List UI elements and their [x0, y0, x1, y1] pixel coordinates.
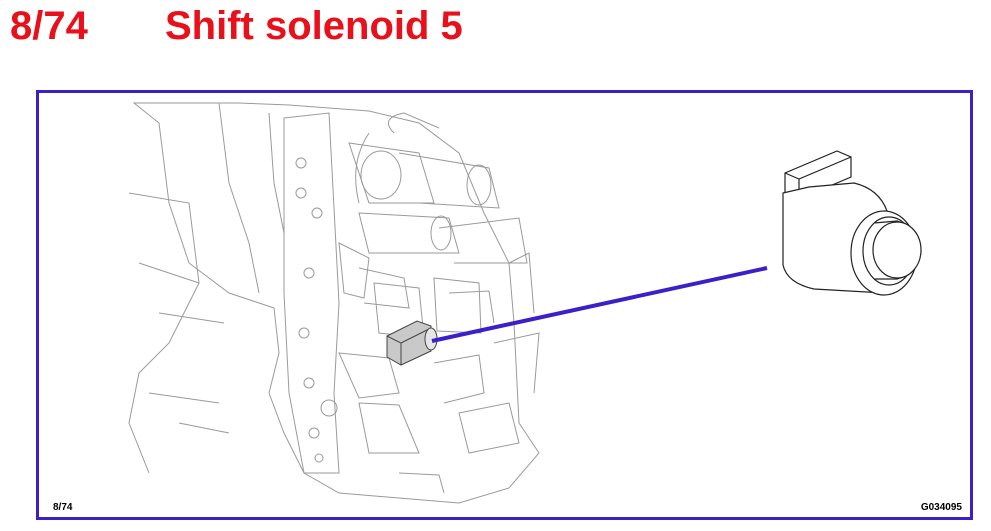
transmission-diagram: [128, 102, 922, 504]
shift-solenoid-5-in-assembly: [386, 320, 438, 366]
figure-frame: 8/74 G034095: [36, 90, 973, 520]
slide-header: 8/74 Shift solenoid 5: [10, 4, 910, 52]
page-number: 8/74: [10, 4, 88, 48]
page-title: Shift solenoid 5: [165, 4, 463, 48]
figure-code: G034095: [920, 502, 962, 513]
transmission-body-linework: [128, 102, 540, 504]
solenoid-detail-view: [782, 150, 922, 296]
figure-page-ref: 8/74: [53, 502, 73, 513]
leader-line: [431, 266, 768, 343]
